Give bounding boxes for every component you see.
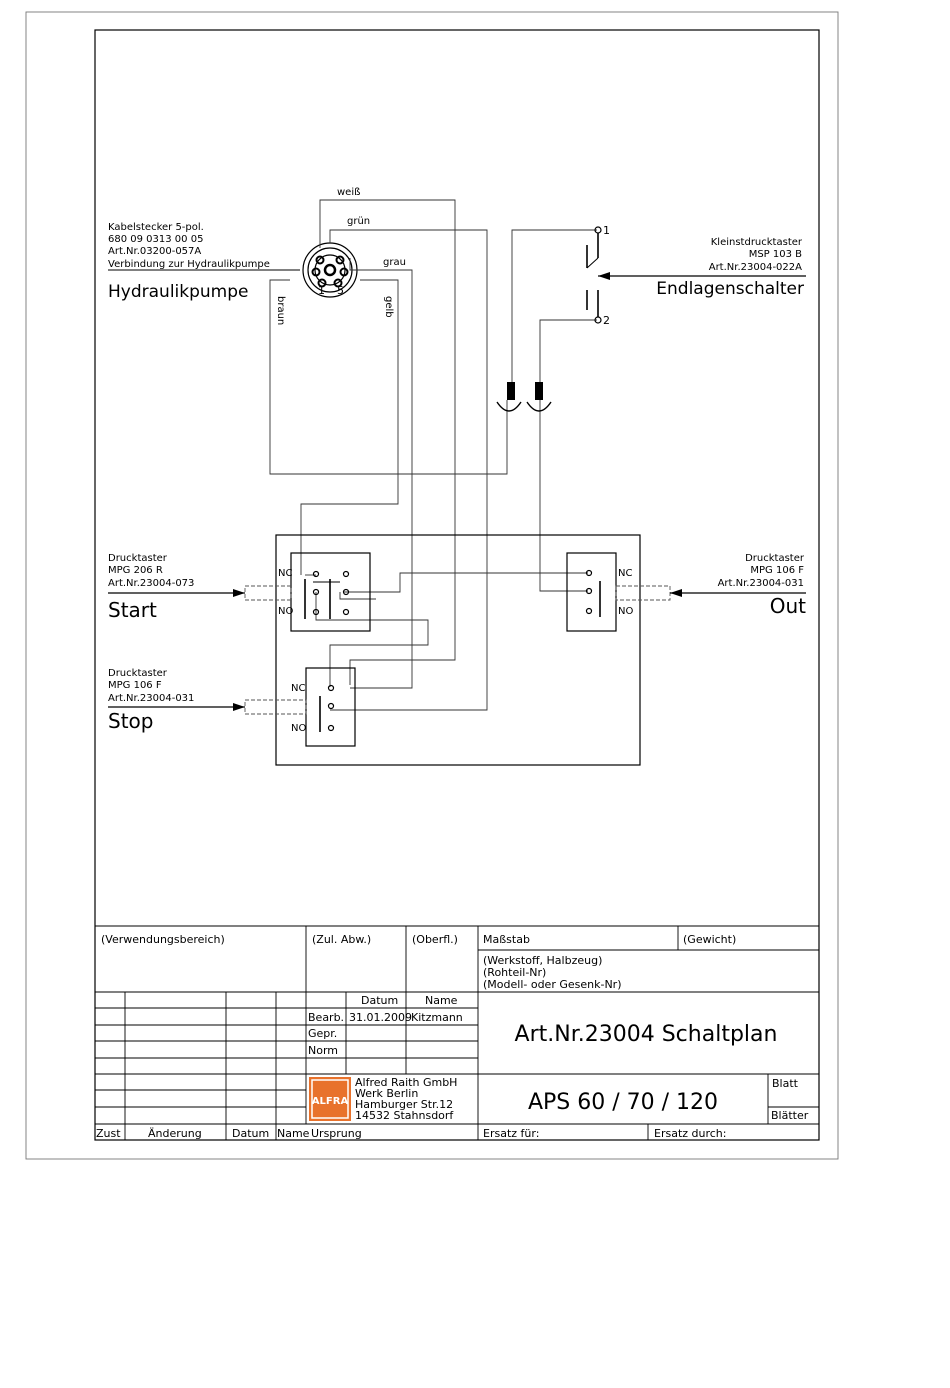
title-date-header: Datum xyxy=(361,994,398,1007)
drawing-frame xyxy=(94,29,820,1141)
title-model-no: (Modell- oder Gesenk-Nr) xyxy=(483,978,621,991)
company-street: Hamburger Str.12 xyxy=(355,1098,453,1111)
title-origin: Ursprung xyxy=(311,1127,362,1140)
pump-pin-5: 5 xyxy=(337,284,344,297)
wire-label-yellow: gelb xyxy=(383,296,394,318)
switch-panel xyxy=(275,534,641,766)
company-logo xyxy=(309,1077,351,1121)
out-nc-label: NC xyxy=(618,568,632,579)
start-button-type: Drucktaster xyxy=(108,553,168,564)
company-name: Alfred Raith GmbH xyxy=(355,1076,457,1089)
title-edited-date: 31.01.2009 xyxy=(349,1011,412,1024)
title-norm: Norm xyxy=(308,1044,338,1057)
wire-label-grey: grau xyxy=(383,257,406,268)
start-button-art-nr: Art.Nr.23004-073 xyxy=(108,578,194,589)
company-site: Werk Berlin xyxy=(355,1087,418,1100)
drawing-title: Art.Nr.23004 Schaltplan xyxy=(515,1022,778,1047)
pump-part-no: 680 09 0313 00 05 xyxy=(108,234,203,245)
drawing-number: APS 60 / 70 / 120 xyxy=(528,1090,718,1115)
stop-nc-label: NC xyxy=(291,683,305,694)
start-no-label: NO xyxy=(278,606,293,617)
title-edited: Bearb. xyxy=(308,1011,344,1024)
out-no-label: NO xyxy=(618,606,633,617)
title-rev-state: Zust xyxy=(96,1127,121,1140)
limit-switch-pin-2: 2 xyxy=(603,314,610,327)
wire-label-green: grün xyxy=(347,216,370,227)
start-button-name: Start xyxy=(108,598,157,622)
title-name-header: Name xyxy=(425,994,458,1007)
limit-switch-model: MSP 103 B xyxy=(749,249,802,260)
stop-button-type: Drucktaster xyxy=(108,668,168,679)
connector-plugs xyxy=(496,382,552,412)
out-button-type: Drucktaster xyxy=(745,553,805,564)
pump-cable-plug-label: Kabelstecker 5-pol. xyxy=(108,222,204,233)
wire-label-brown: braun xyxy=(275,296,286,325)
out-button-name: Out xyxy=(770,594,806,618)
title-name: Name xyxy=(277,1127,310,1140)
limit-switch-type: Kleinstdrucktaster xyxy=(711,237,803,248)
start-button-contacts xyxy=(304,570,350,619)
out-button-contacts xyxy=(585,569,601,617)
pump-art-nr: Art.Nr.03200-057A xyxy=(108,246,201,257)
stop-button-contacts xyxy=(319,684,335,732)
title-scale: Maßstab xyxy=(483,933,530,946)
out-button-art-nr: Art.Nr.23004-031 xyxy=(718,578,804,589)
sheet-border xyxy=(25,11,839,1160)
title-weight: (Gewicht) xyxy=(683,933,736,946)
title-sheet: Blatt xyxy=(772,1077,799,1090)
title-material: (Werkstoff, Halbzeug) xyxy=(483,954,602,967)
pump-connector: 1 5 xyxy=(302,242,358,298)
stop-no-label: NO xyxy=(291,723,306,734)
title-date: Datum xyxy=(232,1127,269,1140)
pump-pin-1: 1 xyxy=(318,284,325,297)
stop-button-housing xyxy=(305,667,356,747)
title-tolerance: (Zul. Abw.) xyxy=(312,933,371,946)
wiring xyxy=(269,199,597,711)
company-city: 14532 Stahnsdorf xyxy=(355,1109,454,1122)
limit-switch-name: Endlagenschalter xyxy=(656,279,804,299)
title-block xyxy=(95,925,819,1140)
title-checked: Gepr. xyxy=(308,1027,337,1040)
title-raw-part: (Rohteil-Nr) xyxy=(483,966,546,979)
title-surface: (Oberfl.) xyxy=(412,933,458,946)
start-nc-label: NC xyxy=(278,568,292,579)
out-button-model: MPG 106 F xyxy=(750,565,804,576)
company-logo-text: ALFRA xyxy=(312,1096,349,1107)
title-sheets: Blätter xyxy=(771,1109,809,1122)
pump-name: Hydraulikpumpe xyxy=(108,282,248,302)
limit-switch-symbol xyxy=(586,226,602,324)
limit-switch-pin-1: 1 xyxy=(603,224,610,237)
pump-connection-label: Verbindung zur Hydraulikpumpe xyxy=(108,259,270,270)
stop-button-art-nr: Art.Nr.23004-031 xyxy=(108,693,194,704)
stop-button-model: MPG 106 F xyxy=(108,680,162,691)
title-replaced-by: Ersatz durch: xyxy=(654,1127,727,1140)
start-button-model: MPG 206 R xyxy=(108,565,163,576)
title-edited-name: Kitzmann xyxy=(411,1011,463,1024)
title-usage: (Verwendungsbereich) xyxy=(101,933,225,946)
stop-button-name: Stop xyxy=(108,709,153,733)
title-replacement-for: Ersatz für: xyxy=(483,1127,539,1140)
wire-label-white: weiß xyxy=(337,187,360,198)
title-change: Änderung xyxy=(148,1127,202,1140)
limit-switch-art-nr: Art.Nr.23004-022A xyxy=(709,262,802,273)
